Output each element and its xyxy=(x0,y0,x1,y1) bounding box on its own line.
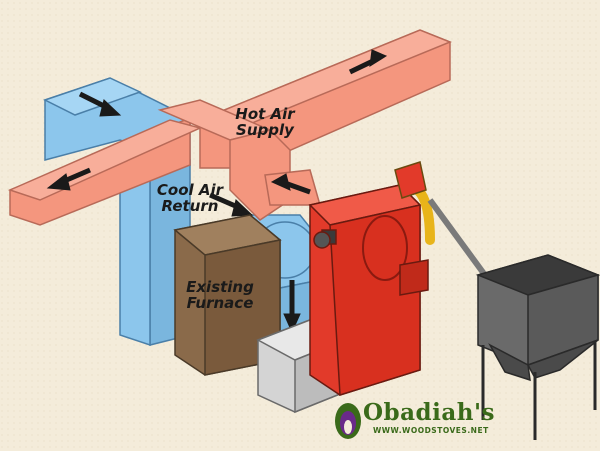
pellet-boiler xyxy=(308,184,429,397)
cool-air-return-label: Cool Air Return xyxy=(156,181,224,215)
logo-flame-icon xyxy=(335,403,361,439)
hot-air-supply-label: Hot Air Supply xyxy=(235,105,295,139)
existing-furnace xyxy=(173,214,282,376)
supply-arrows xyxy=(46,49,388,195)
return-arrows xyxy=(78,91,301,334)
auger-feed xyxy=(394,161,493,284)
logo-name: Obadiah's xyxy=(363,399,495,426)
pellet-hopper xyxy=(475,254,600,440)
logo-url: WWW.WOODSTOVES.NET xyxy=(373,426,489,435)
existing-furnace-label: Existing Furnace xyxy=(186,278,254,312)
obadiahs-logo: Obadiah's WWW.WOODSTOVES.NET xyxy=(333,399,494,441)
